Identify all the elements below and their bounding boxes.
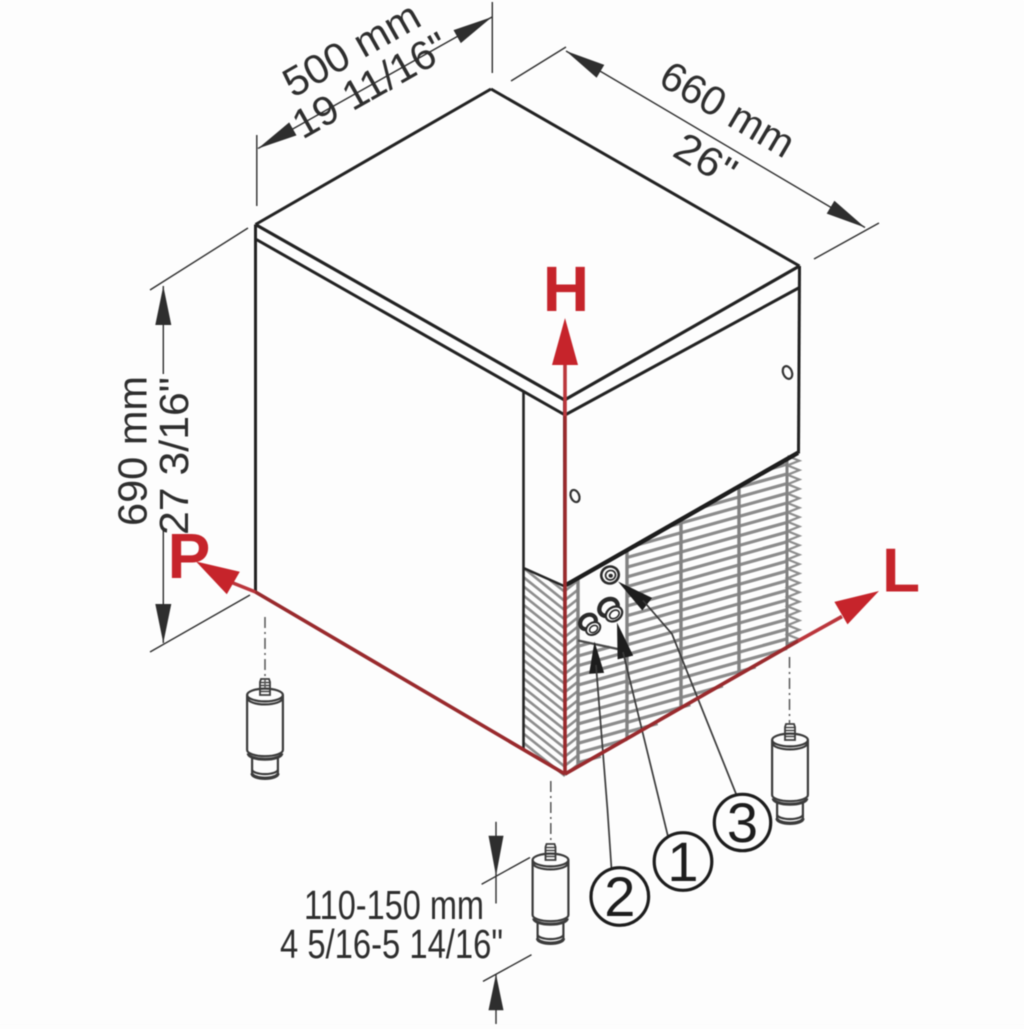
svg-text:P: P xyxy=(168,520,211,592)
svg-text:4 5/16-5 14/16": 4 5/16-5 14/16" xyxy=(280,921,503,967)
svg-text:110-150 mm: 110-150 mm xyxy=(304,882,484,928)
svg-text:H: H xyxy=(543,253,589,325)
svg-text:L: L xyxy=(882,537,920,606)
svg-text:27 3/16": 27 3/16" xyxy=(151,377,197,535)
svg-text:3: 3 xyxy=(727,791,758,854)
svg-text:1: 1 xyxy=(667,830,698,893)
svg-text:2: 2 xyxy=(604,865,635,928)
svg-text:690 mm: 690 mm xyxy=(109,376,155,526)
